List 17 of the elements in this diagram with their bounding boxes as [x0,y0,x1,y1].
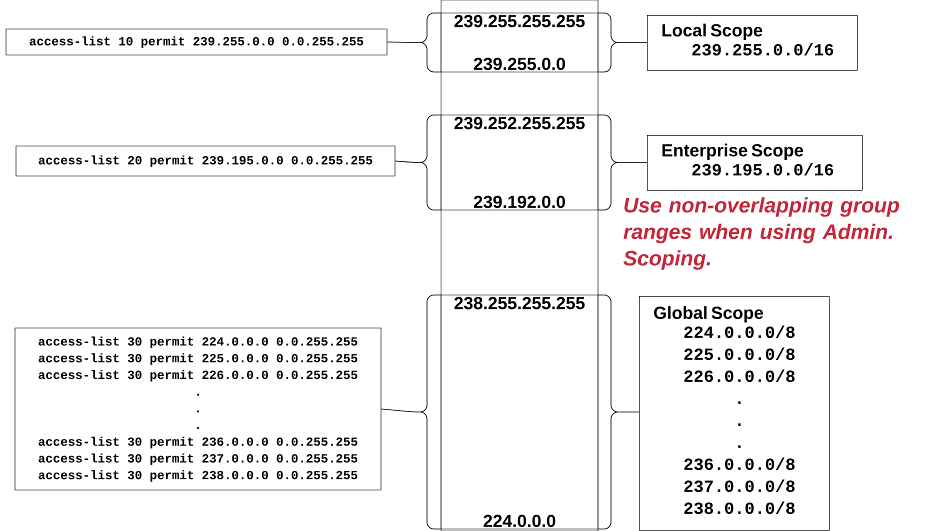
note-text: Use non-overlapping group ranges when using Admin. Scoping. [623,197,900,270]
brace-connector [598,114,648,210]
brace-connector [598,12,648,72]
scope-box: Local Scope 239.255.0.0/16 [647,15,858,71]
scope-box: Enterprise Scope 239.195.0.0/16 [647,135,863,191]
address-column [440,0,598,531]
address-range: 238.255.255.255 224.0.0.0 [440,294,598,530]
config-box: access-list 20 permit 239.195.0.0 0.0.255.255 [16,146,396,176]
scope-box: Global Scope 224.0.0.0/8 225.0.0.0/8 226.0.0.0/8 . . . 236.0.0.0/8 237.0.0.0/8 238.0.0.0/8 [639,296,830,531]
brace-connector [386,12,442,72]
brace-connector [598,294,640,530]
config-box: access-list 30 permit 224.0.0.0 0.0.255.255 access-list 30 permit 225.0.0.0 0.0.255.255 access-list 30 permit 226.0.0.0 0.0.255.255 . . . access-list 30 permit 236.0.0.0 0.0.255.255 access-list 30 permit 237.0.0.0 0.0.255.255 access-list 30 permit 238.0.0.0 0.0.255.255 [14,328,382,490]
address-range: 239.252.255.255 239.192.0.0 [440,114,598,210]
brace-connector [380,294,442,530]
address-range: 239.255.255.255 239.255.0.0 [440,12,598,72]
config-box: access-list 10 permit 239.255.0.0 0.0.255.255 [6,28,388,56]
brace-connector [394,114,442,210]
